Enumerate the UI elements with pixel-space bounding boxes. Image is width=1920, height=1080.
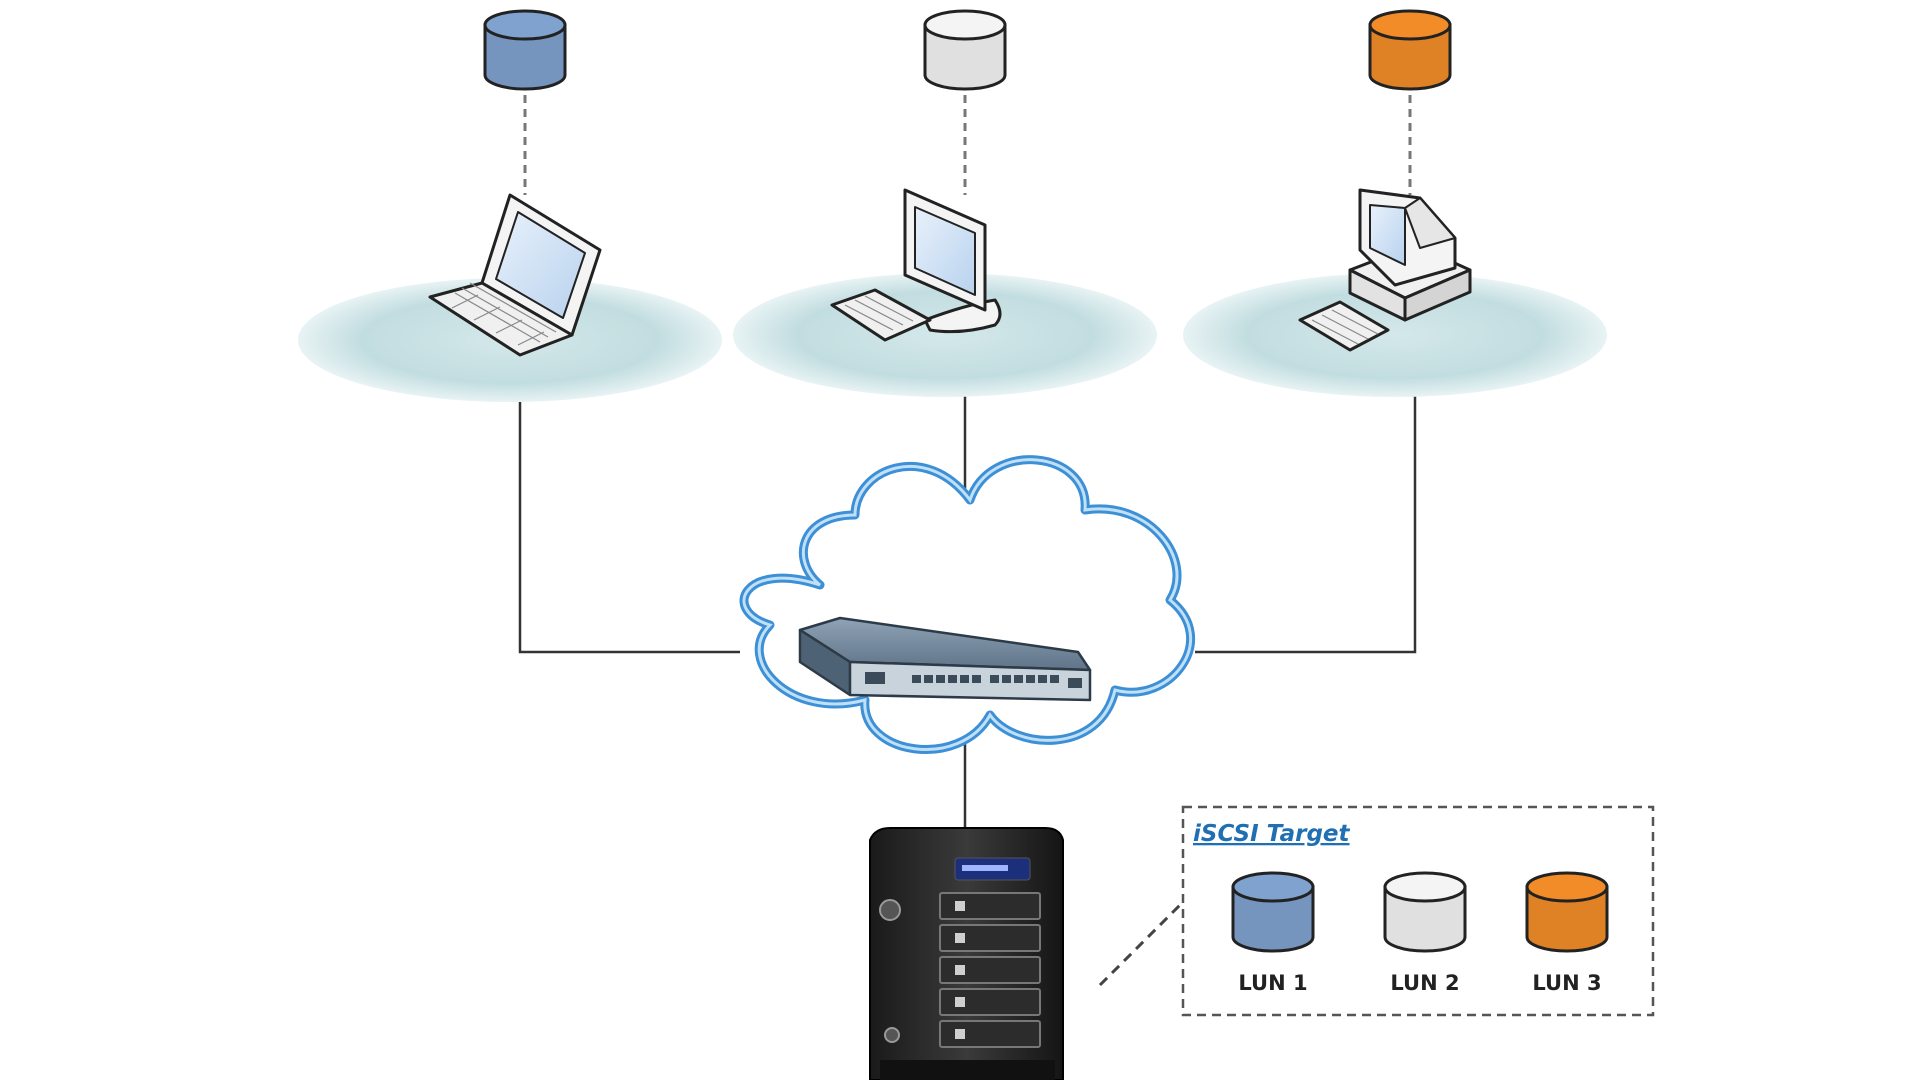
link-desktop [1195, 320, 1417, 654]
lun-label-3: LUN 3 [1532, 971, 1601, 995]
client-pad-3 [1183, 273, 1607, 397]
iscsi-target-panel: iSCSI Target LUN 1 LUN 2 LUN 3 [1181, 805, 1655, 1017]
nas-lcd-text [962, 865, 1008, 871]
network-switch-icon [798, 616, 1092, 702]
disk-links [523, 95, 1412, 195]
desktop-pc-icon [1298, 188, 1472, 352]
lun-label-2: LUN 2 [1390, 971, 1459, 995]
target-link [1098, 898, 1187, 987]
iscsi-target-title: iSCSI Target [1193, 821, 1351, 847]
laptop-icon [428, 193, 602, 357]
workstation-icon [830, 188, 1002, 342]
cloud-icon [739, 455, 1195, 754]
client-disk-2 [923, 9, 1007, 91]
lun-disk-2 [1383, 871, 1467, 953]
nas-server-icon [869, 827, 1064, 1080]
lun-label-1: LUN 1 [1238, 971, 1307, 995]
lun-disk-1 [1231, 871, 1315, 953]
client-disk-1 [483, 9, 567, 91]
link-laptop [518, 355, 740, 654]
client-disk-3 [1368, 9, 1452, 91]
lun-disk-3 [1525, 871, 1609, 953]
